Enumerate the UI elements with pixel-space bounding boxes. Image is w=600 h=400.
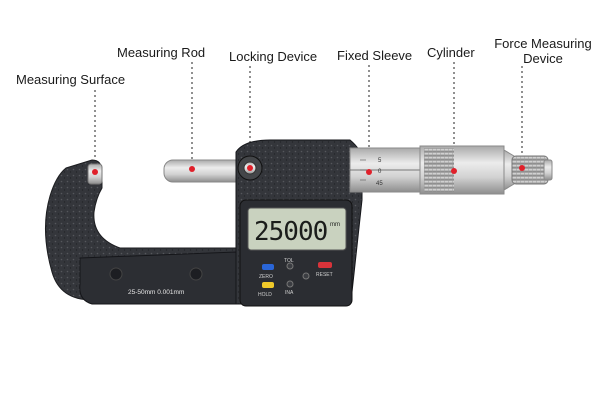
dot-measuring-surface <box>92 169 98 175</box>
force-device-cap <box>543 159 553 181</box>
button-label-tol: TOL <box>284 258 294 264</box>
label-fixed-sleeve: Fixed Sleeve <box>337 48 413 63</box>
button-ina[interactable] <box>286 280 294 288</box>
button-tol[interactable] <box>286 262 294 270</box>
sleeve-scale-0: 0 <box>378 169 382 175</box>
button-label-ina: INA <box>285 290 294 296</box>
label-force-line2: Device <box>523 51 563 66</box>
label-force-line1: Force Measuring <box>494 36 592 51</box>
front-panel <box>79 251 237 305</box>
button-zero[interactable] <box>262 264 274 270</box>
sleeve-scale-5: 5 <box>378 158 382 164</box>
dot-force-device <box>519 165 525 171</box>
measuring-rod <box>163 159 245 183</box>
dot-locking-device <box>247 165 253 171</box>
label-locking-device: Locking Device <box>229 49 318 64</box>
button-hold[interactable] <box>262 282 274 288</box>
label-measuring-surface: Measuring Surface <box>16 72 126 87</box>
lcd-screen <box>247 207 347 251</box>
button-mode[interactable] <box>302 272 310 280</box>
label-force-measuring-device: Force Measuring Device <box>488 36 598 66</box>
cylinder-knurl <box>424 148 454 192</box>
button-reset[interactable] <box>318 262 332 268</box>
dot-fixed-sleeve <box>366 169 372 175</box>
button-label-reset: RESET <box>316 272 333 278</box>
force-device <box>511 155 549 185</box>
lcd-unit: mm <box>330 222 340 228</box>
dot-cylinder <box>451 168 457 174</box>
dot-measuring-rod <box>189 166 195 172</box>
lcd-reading: 25000 <box>254 217 327 247</box>
screw-left <box>109 267 123 281</box>
label-measuring-rod: Measuring Rod <box>117 45 206 60</box>
button-label-hold: HOLD <box>258 292 272 298</box>
sleeve-scale-45: 45 <box>376 181 383 187</box>
pointer-dots <box>92 165 525 175</box>
range-text: 25-50mm 0.001mm <box>128 289 184 296</box>
button-label-zero: ZERO <box>259 274 273 280</box>
screw-right <box>189 267 203 281</box>
label-cylinder: Cylinder <box>427 45 475 60</box>
